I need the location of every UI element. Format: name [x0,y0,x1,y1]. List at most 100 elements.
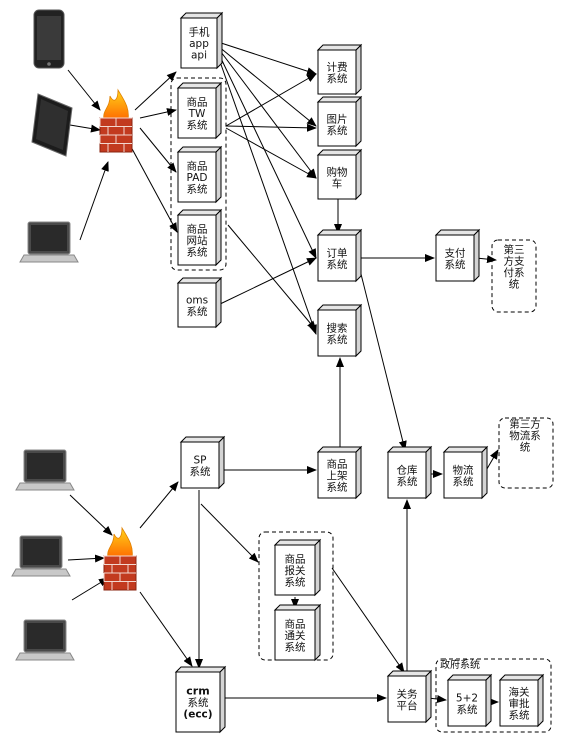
connector-arrow [217,55,317,335]
node-label: 仓库 [397,463,418,476]
node-label: 系统 [187,305,208,318]
connector-arrow [69,494,113,536]
node-label: crm [186,685,209,698]
node-label: 通关 [285,629,306,642]
tablet-icon [31,93,73,157]
connector-arrow [129,144,178,233]
node-label: 统 [520,441,531,454]
connector-arrow [79,161,109,241]
node-label: 系统 [285,576,306,589]
connector-arrow [217,45,317,127]
node-label: 系统 [327,258,348,271]
node-label: 统 [509,277,520,290]
node-label: PAD [187,172,208,184]
node-label: 系统 [445,258,466,271]
product-systems-group [170,77,227,271]
node-label: 系统 [453,475,474,488]
node-label: 物流系 [509,429,541,442]
node-label: 系统 [457,703,478,716]
node-label: 商品 [285,618,306,631]
connector-arrow [139,481,179,529]
node-label: 第三 [504,243,525,256]
node-label: oms [186,294,208,306]
node-label: 商品 [187,96,208,109]
node-five-two: 5+2系统 [446,673,493,728]
node-label: 物流 [453,463,474,476]
laptop-icon [15,449,75,491]
node-label: 系统 [190,465,211,478]
node-label: 订单 [327,247,348,259]
connector-arrow [217,41,317,76]
firewall-icon [99,88,133,153]
node-label: 支付 [445,246,466,259]
gov-systems-label: 政府系统 [440,658,480,671]
node-label: 系统 [327,72,348,85]
node-label: 审批 [509,697,530,710]
node-label: 系统 [188,696,209,709]
node-label: (ecc) [183,709,212,721]
connector-arrow [67,69,101,111]
node-label: 商品 [327,458,348,471]
node-label: 平台 [397,699,418,712]
node-label: 图片 [327,112,348,125]
node-label: 系统 [327,333,348,346]
node-label: 计费 [327,60,348,73]
node-label: 商品 [285,553,306,566]
gov-systems-group [435,658,552,733]
firewall-icon [103,526,137,591]
connector-arrow [217,257,317,306]
node-label: 海关 [509,686,530,699]
connector-arrow [225,123,317,132]
connector-arrow [225,127,317,179]
connector-arrow [331,567,405,673]
node-label: 购物 [327,165,348,178]
node-label: 关务 [397,687,418,700]
smartphone-icon [33,9,65,69]
node-label: 方支 [504,254,525,267]
connector-arrow [217,47,317,179]
node-label: 报关 [285,564,306,577]
connector-arrow [69,124,101,133]
connector-arrow [359,269,407,451]
node-label: 网站 [187,234,208,247]
connector-arrow [227,224,317,331]
node-label: 商品 [187,223,208,236]
node-label: 车 [332,177,343,190]
node-label: TW [188,108,206,120]
node-label: 第三方 [509,418,541,431]
connector-arrow [139,127,177,173]
node-label: 商品 [187,160,208,173]
node-label: 付系 [504,266,525,279]
node-label: 手机 [189,26,210,39]
connector-arrow [67,554,105,563]
node-label: 系统 [187,183,208,196]
node-label: 上架 [327,470,348,482]
connector-arrow [217,51,317,259]
connector-arrow [139,108,177,119]
node-cart: 购物车 [316,148,363,201]
connector-arrow [225,73,317,127]
node-label: 系统 [327,481,348,494]
node-label: 5+2 [456,692,478,704]
node-label: api [191,50,207,62]
connector-arrow [139,591,193,667]
node-label: 搜索 [327,321,348,334]
